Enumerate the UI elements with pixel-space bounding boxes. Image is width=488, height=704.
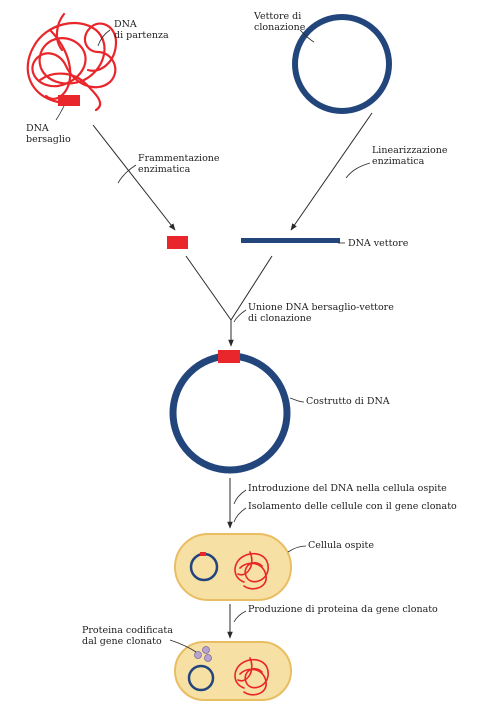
label-cloning-vector: Vettore di clonazione [254,11,306,33]
join-line-left [185,255,232,321]
protein-producing-cell [174,641,292,701]
leader-linearization [345,162,371,179]
label-enzymatic-linearization: Linearizzazione enzimatica [372,145,448,167]
label-enzymatic-fragmentation: Frammentazione enzimatica [138,153,220,175]
leader-joining [233,309,247,323]
cloning-vector-ring [292,14,392,114]
leader-host-cell [287,545,307,553]
starting-dna-tangle [26,12,118,112]
label-encoded-protein: Proteina codificata dal gene clonato [82,625,173,647]
label-target-dna: DNA bersaglio [26,123,71,145]
target-dna-segment [58,95,80,106]
leader-construct [289,397,305,403]
protein-molecules [194,646,212,662]
label-protein-production: Produzione di proteina da gene clonato [248,604,438,615]
dna-construct-ring [169,352,291,474]
leader-fragmentation [117,164,137,184]
leader-encoded-protein [169,639,197,653]
leader-target-dna [55,105,65,121]
construct-insert [218,350,240,363]
linearized-vector-dna [241,238,340,243]
label-introduction: Introduzione del DNA nella cellula ospit… [248,483,447,494]
host-cell [174,533,292,601]
label-dna-construct: Costrutto di DNA [306,396,390,407]
leader-protein-production [233,610,247,623]
leader-starting-dna [97,29,111,47]
leader-isolation [233,507,247,523]
target-dna-fragment [167,236,188,249]
arrow-to-fragment [92,124,176,231]
join-line-right [230,255,273,321]
leader-cloning-vector [299,29,315,43]
label-isolation: Isolamento delle cellule con il gene clo… [248,501,457,512]
arrow-to-vector-dna [290,112,373,231]
label-vector-dna: DNA vettore [348,238,409,249]
label-joining: Unione DNA bersaglio-vettore di clonazio… [248,302,394,324]
leader-introduction [233,489,247,505]
label-starting-dna: DNA di partenza [114,19,169,41]
label-host-cell: Cellula ospite [308,540,374,551]
